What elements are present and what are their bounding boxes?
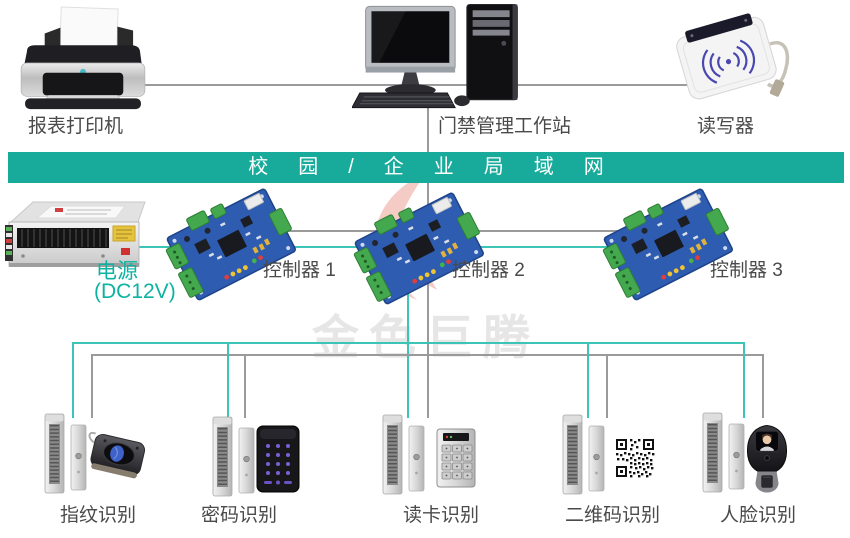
controller-3-label: 控制器 3 <box>710 260 783 281</box>
terminal-2-label: 密码识别 <box>200 505 277 526</box>
lan-banner-label: 校园/企业局域网 <box>248 156 634 178</box>
printer-icon <box>20 6 146 110</box>
power-label: 电源 <box>96 260 138 283</box>
workstation-label: 门禁管理工作站 <box>438 116 572 137</box>
drop-teal-1-line <box>72 342 74 418</box>
controller2-drop-line <box>407 280 409 418</box>
controller-1-label: 控制器 1 <box>263 260 336 281</box>
face-recognition-terminal-icon <box>746 424 788 493</box>
printer-label: 报表打印机 <box>28 116 124 137</box>
drop-gray-1-line <box>91 354 93 418</box>
magnetic-lock-icon <box>560 413 610 498</box>
magnetic-lock-icon <box>380 413 430 498</box>
drop-gray-4-line <box>606 354 608 418</box>
qr-code-icon <box>615 438 655 478</box>
power-sub-label: (DC12V) <box>94 280 176 303</box>
terminal-1-label: 指纹识别 <box>59 505 136 526</box>
access-controller-board-icon <box>348 184 488 312</box>
power-supply-icon <box>5 201 146 267</box>
rfid-reader-writer-icon <box>676 13 790 100</box>
magnetic-lock-icon <box>700 411 750 496</box>
distribution-bus-gray-line <box>91 354 764 356</box>
reader-label: 读写器 <box>697 116 755 137</box>
fingerprint-reader-icon <box>88 431 146 479</box>
password-keypad-icon <box>256 425 300 493</box>
desktop-computer-icon <box>352 3 518 109</box>
terminal-4-label: 二维码识别 <box>564 505 660 526</box>
access-controller-board-icon <box>597 180 737 308</box>
magnetic-lock-icon <box>210 415 260 500</box>
drop-teal-4-line <box>587 342 589 418</box>
drop-teal-2-line <box>227 342 229 418</box>
distribution-bus-teal-line <box>72 342 745 344</box>
controller-2-label: 控制器 2 <box>452 260 525 281</box>
drop-teal-5-line <box>743 342 745 418</box>
access-controller-board-icon <box>160 180 300 308</box>
top-link-line <box>145 84 703 86</box>
drop-gray-2-line <box>244 354 246 418</box>
drop-gray-5-line <box>762 354 764 418</box>
lan-banner: 校园/企业局域网 <box>8 152 844 183</box>
card-reader-keypad-icon <box>436 428 476 488</box>
terminal-3-label: 读卡识别 <box>402 505 479 526</box>
terminal-5-label: 人脸识别 <box>719 505 796 526</box>
